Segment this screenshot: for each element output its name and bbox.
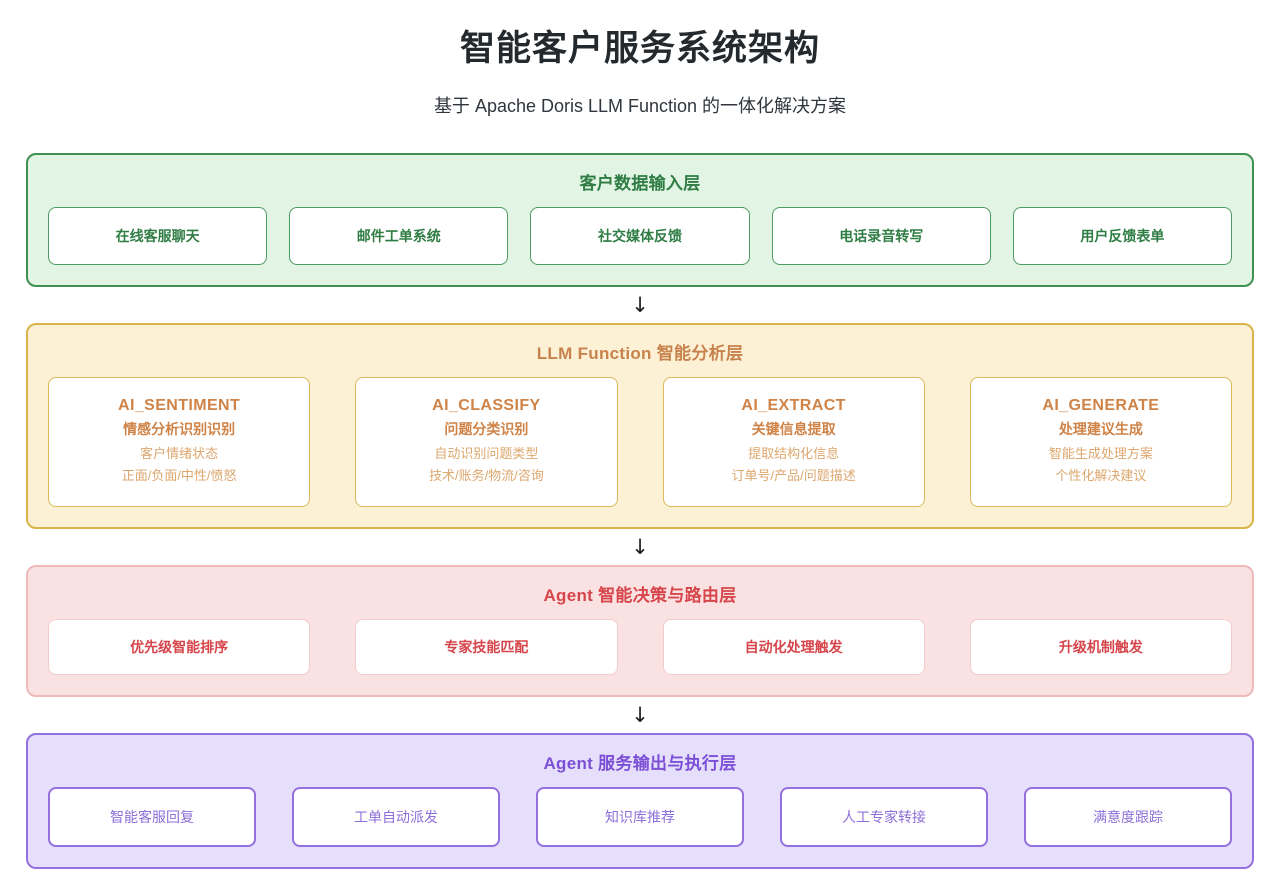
layer-agent-decision: Agent 智能决策与路由层 优先级智能排序 专家技能匹配 自动化处理触发 升级… xyxy=(26,564,1254,697)
card-row-agent-output: 智能客服回复 工单自动派发 知识库推荐 人工专家转接 满意度跟踪 xyxy=(48,786,1232,847)
card-priority-sorting[interactable]: 优先级智能排序 xyxy=(48,618,311,675)
card-feedback-form[interactable]: 用户反馈表单 xyxy=(1012,206,1233,265)
card-satisfaction-tracking[interactable]: 满意度跟踪 xyxy=(1024,786,1232,847)
arrow-down-icon-2: ↓ xyxy=(631,534,649,559)
fn-detail2-ai-extract: 订单号/产品/问题描述 xyxy=(731,468,856,483)
page-subtitle: 基于 Apache Doris LLM Function 的一体化解决方案 xyxy=(433,95,847,116)
fn-subtitle-ai-extract: 关键信息提取 xyxy=(751,420,836,437)
card-row-agent-decision: 优先级智能排序 专家技能匹配 自动化处理触发 升级机制触发 xyxy=(48,618,1232,675)
fn-detail2-ai-generate: 个性化解决建议 xyxy=(1055,468,1147,483)
layer-agent-output: Agent 服务输出与执行层 智能客服回复 工单自动派发 知识库推荐 人工专家转… xyxy=(26,732,1254,869)
layer-input: 客户数据输入层 在线客服聊天 邮件工单系统 社交媒体反馈 电话录音转写 用户反馈… xyxy=(26,152,1254,287)
card-knowledge-recommend[interactable]: 知识库推荐 xyxy=(536,786,744,847)
card-row-llm: AI_SENTIMENT 情感分析识别识别 客户情绪状态 正面/负面/中性/愤怒… xyxy=(48,376,1232,507)
card-ai-sentiment[interactable]: AI_SENTIMENT 情感分析识别识别 客户情绪状态 正面/负面/中性/愤怒 xyxy=(48,376,311,507)
layer-llm: LLM Function 智能分析层 AI_SENTIMENT 情感分析识别识别… xyxy=(26,322,1254,529)
card-social-feedback[interactable]: 社交媒体反馈 xyxy=(530,206,750,265)
card-ticket-dispatch[interactable]: 工单自动派发 xyxy=(292,786,500,847)
card-automation-trigger[interactable]: 自动化处理触发 xyxy=(662,618,925,675)
card-ai-classify[interactable]: AI_CLASSIFY 问题分类识别 自动识别问题类型 技术/账务/物流/咨询 xyxy=(355,376,618,507)
fn-detail1-ai-extract: 提取结构化信息 xyxy=(748,445,840,461)
card-ai-extract[interactable]: AI_EXTRACT 关键信息提取 提取结构化信息 订单号/产品/问题描述 xyxy=(662,376,925,507)
arrow-down-icon-3: ↓ xyxy=(631,702,649,727)
card-expert-skill-match[interactable]: 专家技能匹配 xyxy=(355,618,618,675)
card-row-input: 在线客服聊天 邮件工单系统 社交媒体反馈 电话录音转写 用户反馈表单 xyxy=(48,206,1233,265)
layer-title-agent-output: Agent 服务输出与执行层 xyxy=(543,753,737,773)
card-call-transcription[interactable]: 电话录音转写 xyxy=(771,206,991,265)
card-online-chat[interactable]: 在线客服聊天 xyxy=(48,206,268,265)
fn-subtitle-ai-generate: 处理建议生成 xyxy=(1058,420,1143,437)
fn-name-ai-extract: AI_EXTRACT xyxy=(741,396,846,414)
card-email-ticket[interactable]: 邮件工单系统 xyxy=(289,206,509,265)
card-smart-reply[interactable]: 智能客服回复 xyxy=(48,786,256,847)
fn-name-ai-classify: AI_CLASSIFY xyxy=(432,396,541,414)
card-ai-generate[interactable]: AI_GENERATE 处理建议生成 智能生成处理方案 个性化解决建议 xyxy=(969,376,1232,507)
fn-detail1-ai-sentiment: 客户情绪状态 xyxy=(140,445,219,461)
card-escalation-trigger[interactable]: 升级机制触发 xyxy=(969,618,1232,675)
fn-subtitle-ai-classify: 问题分类识别 xyxy=(444,420,529,437)
layer-title-agent-decision: Agent 智能决策与路由层 xyxy=(543,585,737,605)
layer-title-input: 客户数据输入层 xyxy=(579,173,701,193)
layer-title-llm: LLM Function 智能分析层 xyxy=(536,343,744,363)
arrow-down-icon-1: ↓ xyxy=(631,292,649,317)
fn-subtitle-ai-sentiment: 情感分析识别识别 xyxy=(123,420,236,437)
layer-stack: 客户数据输入层 在线客服聊天 邮件工单系统 社交媒体反馈 电话录音转写 用户反馈… xyxy=(26,152,1254,869)
fn-detail2-ai-sentiment: 正面/负面/中性/愤怒 xyxy=(121,468,237,483)
fn-detail1-ai-classify: 自动识别问题类型 xyxy=(434,445,539,461)
fn-name-ai-generate: AI_GENERATE xyxy=(1042,396,1160,414)
fn-name-ai-sentiment: AI_SENTIMENT xyxy=(118,396,241,414)
page-header: 智能客户服务系统架构 基于 Apache Doris LLM Function … xyxy=(26,0,1254,118)
card-human-expert-transfer[interactable]: 人工专家转接 xyxy=(780,786,988,847)
fn-detail2-ai-classify: 技术/账务/物流/咨询 xyxy=(428,468,544,483)
fn-detail1-ai-generate: 智能生成处理方案 xyxy=(1048,445,1153,461)
page-title: 智能客户服务系统架构 xyxy=(459,29,820,68)
